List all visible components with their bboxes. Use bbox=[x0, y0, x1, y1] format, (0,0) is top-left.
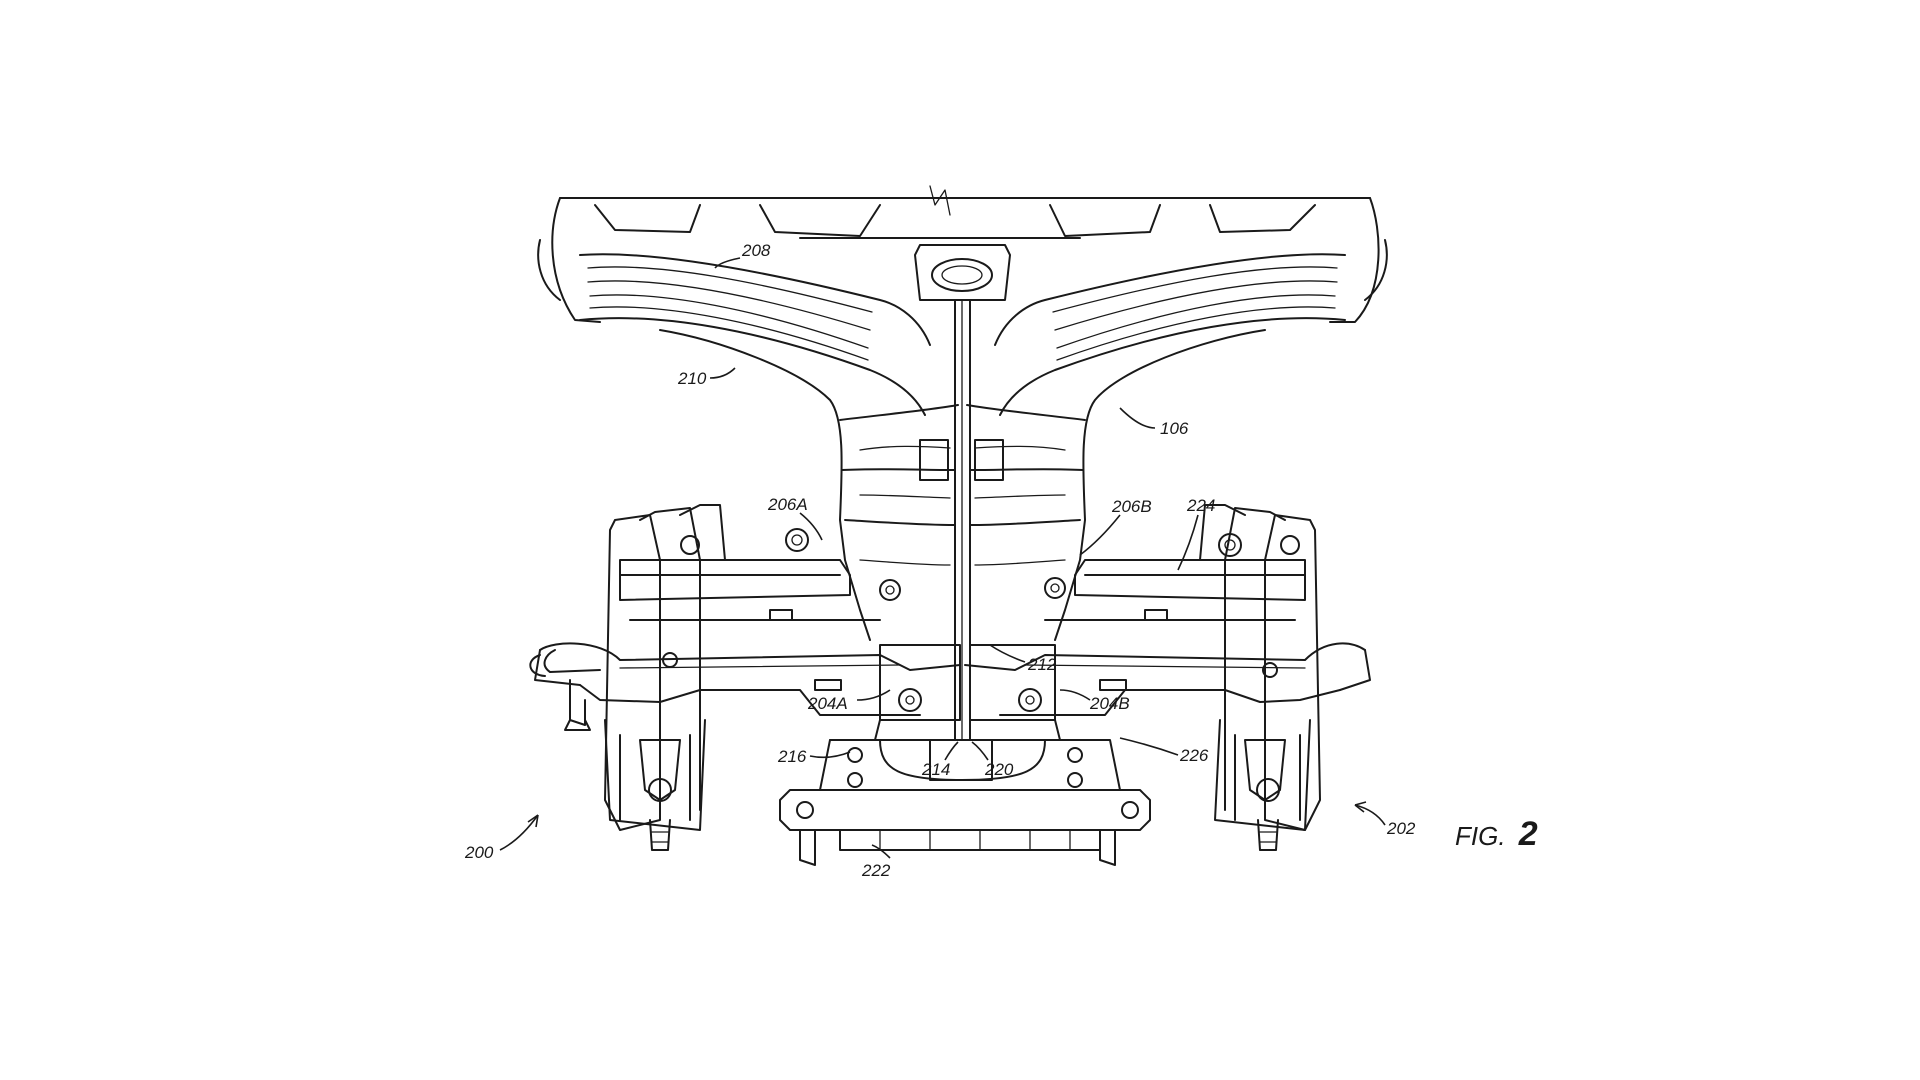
central-housing bbox=[659, 299, 1266, 741]
ref-224: 224 bbox=[1186, 496, 1215, 515]
seat-upper-frame bbox=[537, 185, 1388, 323]
figure-label: FIG. 2 bbox=[1455, 815, 1538, 853]
ref-212: 212 bbox=[1027, 655, 1057, 674]
left-seat-track bbox=[534, 504, 961, 851]
ref-226: 226 bbox=[1179, 746, 1209, 765]
seat-cross-tube bbox=[579, 244, 1346, 416]
ref-208: 208 bbox=[741, 241, 771, 260]
ref-106: 106 bbox=[1160, 419, 1189, 438]
ref-210: 210 bbox=[677, 369, 707, 388]
ref-204B: 204B bbox=[1089, 694, 1130, 713]
reference-labels: 208 210 106 206A 206B 224 212 204A 204B … bbox=[464, 241, 1416, 880]
center-bracket-and-base-plate bbox=[529, 644, 1151, 866]
ref-202: 202 bbox=[1386, 819, 1416, 838]
ref-220: 220 bbox=[984, 760, 1014, 779]
svg-text:FIG. 2: FIG. 2 bbox=[1455, 815, 1538, 853]
ref-204A: 204A bbox=[807, 694, 848, 713]
ref-206B: 206B bbox=[1111, 497, 1152, 516]
ref-206A: 206A bbox=[767, 495, 808, 514]
right-seat-track bbox=[964, 504, 1371, 851]
ref-222: 222 bbox=[861, 861, 891, 880]
figure-label-prefix: FIG. bbox=[1455, 821, 1506, 851]
ref-214: 214 bbox=[921, 760, 950, 779]
ref-200: 200 bbox=[464, 843, 494, 862]
ref-216: 216 bbox=[777, 747, 807, 766]
figure-number: 2 bbox=[1518, 815, 1538, 853]
